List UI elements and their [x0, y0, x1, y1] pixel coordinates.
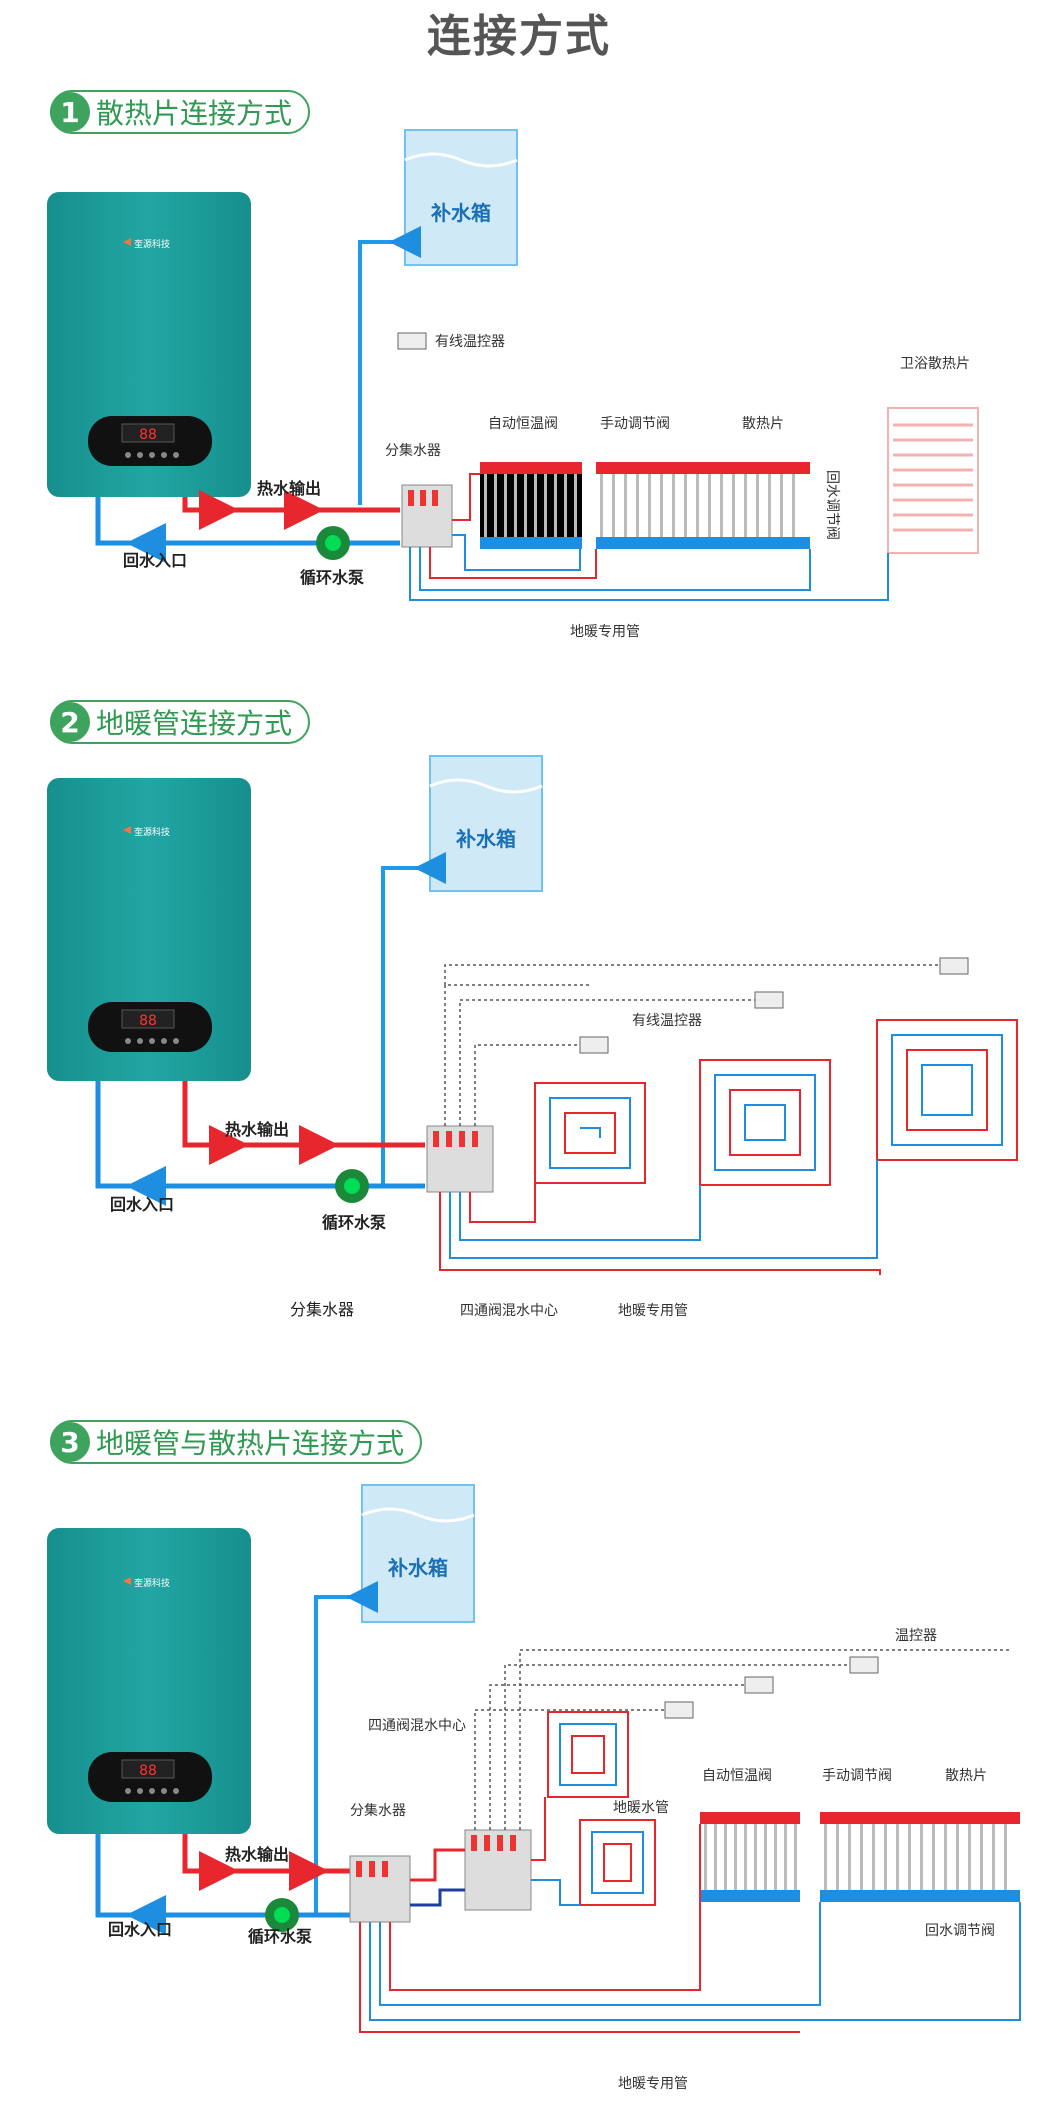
section-2-number: 2 — [50, 702, 90, 742]
brand-logo-icon — [123, 238, 131, 246]
hot-out-label: 热水输出 — [225, 1120, 289, 1139]
manifold-label: 分集水器 — [350, 1802, 406, 1819]
floor-coil-1 — [547, 1711, 629, 1798]
section-2-diagram: 88 奎源科技 补水箱 — [47, 755, 1018, 1319]
section-3-title: 地暖管与散热片连接方式 — [96, 1427, 405, 1460]
tank-label: 补水箱 — [387, 1556, 448, 1580]
thermostat-icon — [664, 1701, 694, 1719]
manifold-label: 分集水器 — [290, 1300, 354, 1319]
section-1-diagram: 88 奎源科技 补水箱 有线温控器 分集水器 — [47, 129, 979, 640]
brand-logo-icon — [123, 1577, 131, 1585]
tank-label: 补水箱 — [430, 201, 491, 225]
pump-label: 循环水泵 — [322, 1213, 386, 1232]
thermostat-icon — [744, 1676, 774, 1694]
thermostat-icon — [754, 991, 784, 1009]
section-3-number: 3 — [50, 1422, 90, 1462]
thermostat-icon — [939, 957, 969, 975]
manifold — [401, 484, 453, 548]
section-1-number: 1 — [50, 92, 90, 132]
thermostat-icon — [397, 332, 427, 350]
manifold-label: 分集水器 — [385, 442, 441, 459]
tank-label: 补水箱 — [455, 827, 516, 851]
mixing-label: 四通阀混水中心 — [368, 1718, 466, 1734]
mixing-label: 四通阀混水中心 — [460, 1303, 558, 1319]
water-tank: 补水箱 — [361, 1484, 475, 1623]
brand-name: 奎源科技 — [134, 238, 170, 250]
radiator-label: 散热片 — [945, 1768, 987, 1784]
return-in-label: 回水入口 — [123, 551, 187, 570]
section-3-header: 3 地暖管与散热片连接方式 — [50, 1420, 423, 1464]
radiator-2 — [820, 1812, 1020, 1902]
radiator-label: 散热片 — [742, 416, 784, 432]
floor-pipe-label: 地暖专用管 — [618, 1303, 688, 1319]
floor-pipe-label: 地暖专用管 — [618, 2076, 688, 2092]
thermostat-icon — [849, 1656, 879, 1674]
water-tank: 补水箱 — [404, 129, 518, 266]
radiator-1 — [700, 1812, 800, 1902]
section-1-title: 散热片连接方式 — [96, 97, 293, 130]
valve-auto-label: 自动恒温阀 — [702, 1768, 772, 1784]
page-title: 连接方式 — [427, 11, 611, 62]
floor-coil-2 — [579, 1819, 656, 1906]
bath-radiator-label: 卫浴散热片 — [900, 356, 970, 372]
section-1-header: 1 散热片连接方式 — [50, 90, 311, 134]
bath-radiator — [887, 407, 979, 554]
section-3-diagram: 88 奎源科技 补水箱 — [47, 1484, 1021, 2092]
thermostat-icon — [579, 1036, 609, 1054]
boiler-display: 88 — [139, 427, 157, 443]
boiler-unit: 88 奎源科技 — [47, 1528, 251, 1834]
pump-label: 循环水泵 — [300, 568, 364, 587]
thermostat-label: 有线温控器 — [435, 334, 505, 350]
floor-coil-3 — [876, 1019, 1018, 1161]
circulation-pump — [265, 1898, 299, 1932]
boiler-display: 88 — [139, 1013, 157, 1029]
brand-logo-icon — [123, 826, 131, 834]
section-2-title: 地暖管连接方式 — [96, 707, 293, 740]
valve-auto-label: 自动恒温阀 — [488, 416, 558, 432]
boiler-unit: 88 奎源科技 — [47, 192, 251, 497]
valve-manual-label: 手动调节阀 — [822, 1768, 892, 1784]
circulation-pump — [316, 526, 350, 560]
return-valve-label: 回水调节阀 — [925, 1923, 995, 1939]
floor-coil-1 — [534, 1082, 646, 1184]
return-valve-label: 回水调节阀 — [824, 470, 840, 540]
valve-manual-label: 手动调节阀 — [600, 416, 670, 432]
thermostat-label: 温控器 — [895, 1628, 937, 1644]
brand-name: 奎源科技 — [134, 826, 170, 838]
hot-out-label: 热水输出 — [225, 1845, 289, 1864]
circulation-pump — [335, 1169, 369, 1203]
hot-out-label: 热水输出 — [257, 479, 321, 498]
thermostat-label: 有线温控器 — [632, 1013, 702, 1029]
return-in-label: 回水入口 — [110, 1195, 174, 1214]
floor-tube-label: 地暖水管 — [613, 1800, 669, 1816]
brand-name: 奎源科技 — [134, 1577, 170, 1589]
section-2-header: 2 地暖管连接方式 — [50, 700, 311, 744]
water-tank: 补水箱 — [429, 755, 543, 892]
floor-pipe-label: 地暖专用管 — [570, 624, 640, 640]
radiator-2 — [596, 462, 810, 549]
boiler-display: 88 — [139, 1763, 157, 1779]
manifold — [426, 1125, 494, 1193]
manifold — [349, 1855, 411, 1923]
mixing-center — [464, 1829, 532, 1911]
boiler-unit: 88 奎源科技 — [47, 778, 251, 1081]
floor-coil-2 — [699, 1059, 831, 1186]
return-in-label: 回水入口 — [108, 1920, 172, 1939]
pump-label: 循环水泵 — [248, 1927, 312, 1946]
